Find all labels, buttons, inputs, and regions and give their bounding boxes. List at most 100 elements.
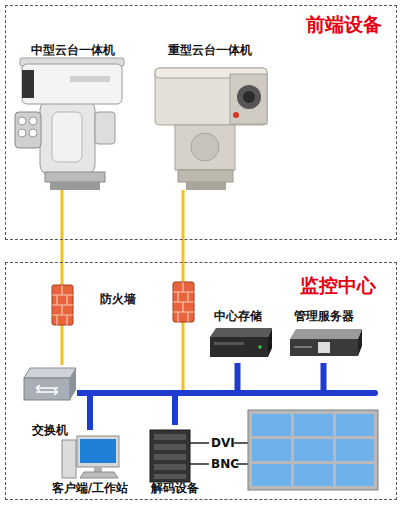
storage-device-part bbox=[210, 328, 272, 337]
firewall-icon bbox=[52, 285, 73, 325]
medium-ptz-camera-part bbox=[70, 76, 110, 82]
switch-device-part bbox=[24, 368, 76, 378]
decoder-device-part bbox=[154, 454, 186, 460]
firewall-icon-part bbox=[52, 285, 73, 325]
server-device bbox=[290, 329, 362, 356]
storage-node: 中心存储 bbox=[205, 306, 270, 363]
heavy-ptz-camera-part bbox=[175, 125, 235, 170]
heavy-ptz-camera-part bbox=[191, 133, 219, 161]
device-label: 交换机 bbox=[32, 422, 68, 439]
switch-device-part bbox=[36, 385, 58, 395]
workstation-node: 客户端/工作站 bbox=[55, 430, 125, 500]
workstation-device-part bbox=[77, 436, 119, 467]
medium-ptz-camera-part bbox=[95, 112, 115, 144]
video-cable-part bbox=[234, 442, 248, 444]
device-label: 中型云台一体机 bbox=[31, 42, 115, 59]
decoder-device bbox=[150, 430, 190, 482]
ptz-camera: 重型云台一体机 bbox=[150, 40, 270, 190]
heavy-ptz-camera-part bbox=[178, 170, 233, 182]
video-wall-part bbox=[336, 464, 374, 486]
medium-ptz-camera bbox=[15, 58, 124, 190]
ptz-camera: 中型云台一体机 bbox=[15, 40, 130, 190]
firewall-icon-part bbox=[173, 282, 194, 322]
firewall-label: 防火墙 bbox=[100, 291, 136, 308]
video-cable-part bbox=[190, 442, 209, 444]
storage-device-part bbox=[258, 345, 262, 349]
medium-ptz-camera-part bbox=[52, 112, 82, 162]
heavy-ptz-camera-part bbox=[233, 112, 239, 118]
heavy-ptz-camera-part bbox=[186, 182, 226, 190]
front-end-group: 中型云台一体机 重型云台一体机 前端设备 bbox=[5, 5, 397, 240]
heavy-ptz-camera-part bbox=[155, 68, 267, 78]
decoder-node: 解码设备 bbox=[145, 425, 205, 500]
video-wall-part bbox=[336, 414, 374, 436]
video-wall-part bbox=[336, 439, 374, 461]
signal-name: DVI bbox=[211, 436, 235, 450]
medium-ptz-camera-part bbox=[45, 172, 105, 182]
video-wall-part bbox=[252, 414, 291, 436]
medium-ptz-camera-part bbox=[18, 129, 26, 137]
switch-device bbox=[24, 368, 76, 400]
workstation-device-part bbox=[80, 439, 116, 463]
video-wall-part bbox=[294, 464, 333, 486]
medium-ptz-camera-part bbox=[18, 117, 26, 125]
monitoring-center-group: 中心存储 管理服务器交换机客户端/工作站 解码设备 监控中心 bbox=[5, 262, 397, 500]
medium-ptz-camera-part bbox=[50, 182, 100, 190]
video-wall-part bbox=[294, 414, 333, 436]
decoder-device-part bbox=[154, 474, 186, 479]
firewall-icon-part bbox=[52, 285, 73, 325]
medium-ptz-camera-part bbox=[20, 58, 124, 66]
network-bus bbox=[77, 393, 90, 430]
device-label: 重型云台一体机 bbox=[168, 42, 252, 59]
workstation-device-part bbox=[80, 472, 118, 478]
signal-name: BNC bbox=[211, 457, 239, 471]
device-label: 中心存储 bbox=[214, 308, 262, 325]
video-wall-part bbox=[252, 439, 291, 461]
storage-device-part bbox=[210, 337, 268, 357]
medium-ptz-camera-part bbox=[22, 64, 122, 104]
device-label: 客户端/工作站 bbox=[52, 480, 128, 497]
decoder-device-part bbox=[154, 464, 186, 470]
decoder-device-part bbox=[154, 434, 186, 440]
heavy-ptz-camera-part bbox=[237, 85, 261, 109]
network-bus bbox=[322, 393, 375, 394]
video-wall bbox=[248, 410, 378, 490]
firewall-icon bbox=[173, 282, 194, 322]
video-wall-part bbox=[252, 464, 291, 486]
server-device-part bbox=[358, 329, 362, 356]
decoder-device-part bbox=[150, 430, 190, 482]
network-bus bbox=[77, 363, 324, 393]
server-device-part bbox=[290, 329, 362, 339]
heavy-ptz-camera bbox=[155, 68, 267, 190]
switch-node: 交换机 bbox=[22, 365, 77, 440]
medium-ptz-camera-part bbox=[40, 100, 95, 175]
storage-device-part bbox=[214, 342, 244, 345]
decoder-device-part bbox=[154, 444, 186, 450]
network-bus-part bbox=[322, 390, 375, 396]
uplink-cable bbox=[77, 190, 183, 393]
medium-ptz-camera-part bbox=[29, 129, 37, 137]
storage-device-part bbox=[268, 328, 272, 357]
medium-ptz-camera-part bbox=[29, 117, 37, 125]
switch-device-part bbox=[70, 368, 76, 400]
workstation-device-part bbox=[94, 467, 102, 472]
server-node: 管理服务器 bbox=[285, 306, 362, 363]
server-device-part bbox=[290, 339, 358, 356]
heavy-ptz-camera-part bbox=[155, 68, 267, 125]
firewall-icon-part bbox=[173, 282, 194, 322]
heavy-ptz-camera-part bbox=[243, 91, 255, 103]
group-heading: 监控中心 bbox=[300, 273, 376, 299]
group-heading: 前端设备 bbox=[306, 12, 382, 38]
device-label: 解码设备 bbox=[151, 480, 199, 497]
video-wall-part bbox=[248, 410, 378, 490]
video-wall-part bbox=[294, 439, 333, 461]
switch-device-part bbox=[24, 378, 70, 400]
video-cable-part bbox=[190, 463, 209, 465]
server-device-part bbox=[294, 346, 312, 348]
network-bus bbox=[77, 363, 238, 393]
workstation-device bbox=[62, 436, 119, 478]
storage-device bbox=[210, 328, 272, 357]
